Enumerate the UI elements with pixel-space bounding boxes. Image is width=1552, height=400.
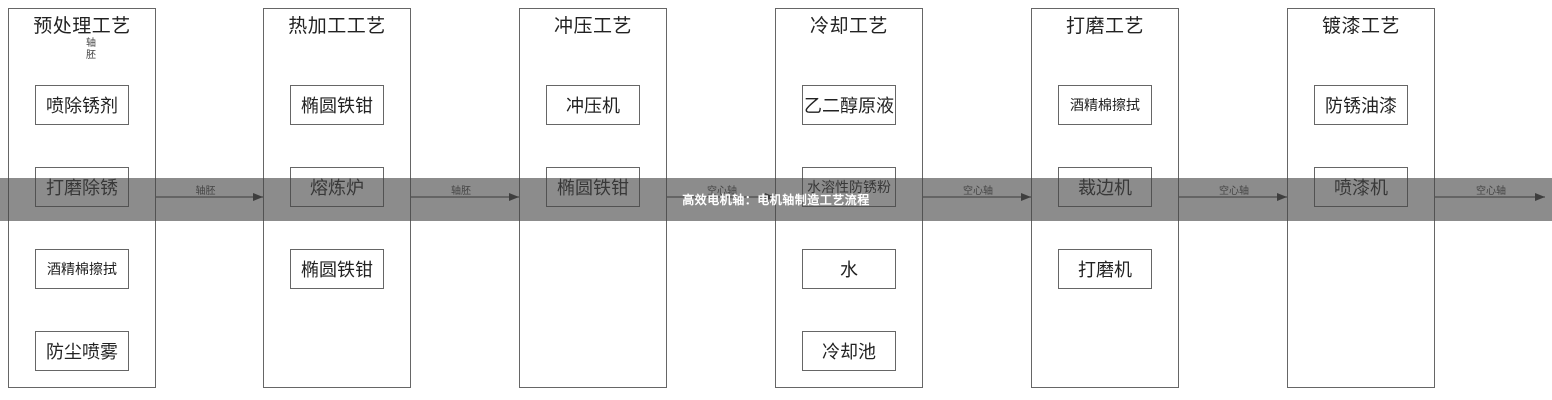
process-step: 喷除锈剂: [35, 85, 129, 125]
stage-title: 冲压工艺: [553, 15, 632, 37]
caption-text: 高效电机轴：电机轴制造工艺流程: [682, 193, 870, 207]
process-step: 水: [802, 249, 896, 289]
process-step: 酒精棉擦拭: [35, 249, 129, 289]
caption-overlay: 高效电机轴：电机轴制造工艺流程: [0, 178, 1552, 221]
process-step: 打磨机: [1058, 249, 1152, 289]
stage-title: 预处理工艺: [33, 15, 131, 37]
process-step: 冷却池: [802, 331, 896, 371]
stage-title: 热加工工艺: [288, 15, 386, 37]
process-step: 防锈油漆: [1314, 85, 1408, 125]
process-step: 椭圆铁钳: [290, 85, 384, 125]
stage-title: 打磨工艺: [1065, 15, 1144, 37]
stage-title: 冷却工艺: [809, 15, 888, 37]
process-step: 椭圆铁钳: [290, 249, 384, 289]
process-step: 防尘喷雾: [35, 331, 129, 371]
process-step: 乙二醇原液: [802, 85, 896, 125]
stage-title: 镀漆工艺: [1321, 15, 1400, 37]
entry-label: 轴胚: [86, 38, 96, 61]
process-step: 冲压机: [546, 85, 640, 125]
process-step: 酒精棉擦拭: [1058, 85, 1152, 125]
